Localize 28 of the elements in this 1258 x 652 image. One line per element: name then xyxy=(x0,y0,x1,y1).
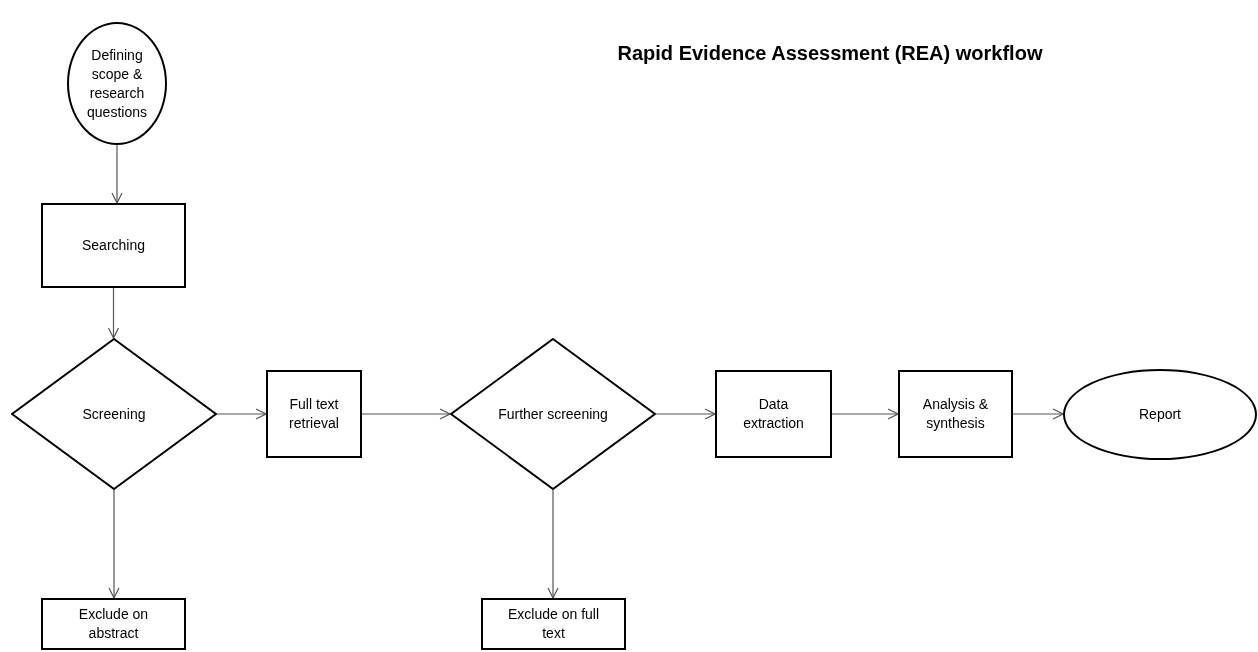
node-label: Exclude on abstract xyxy=(77,605,150,643)
node-label: Report xyxy=(1139,405,1181,424)
process-box xyxy=(41,598,186,650)
node-label: Full text retrieval xyxy=(288,395,340,433)
process-box xyxy=(481,598,626,650)
arrow xyxy=(655,408,716,420)
node-label: Screening xyxy=(82,404,146,424)
arrow xyxy=(1012,408,1064,420)
node-label: Searching xyxy=(81,236,145,255)
process-box xyxy=(898,370,1013,458)
diagram-title: Rapid Evidence Assessment (REA) workflow xyxy=(616,41,1044,66)
node-label: Data extraction xyxy=(742,395,805,433)
arrow xyxy=(547,489,559,599)
node-label: Further screening xyxy=(498,404,608,424)
arrow xyxy=(216,408,267,420)
node-label: Analysis & synthesis xyxy=(921,395,990,433)
arrow xyxy=(361,408,451,420)
decision-diamond xyxy=(11,338,217,490)
arrow xyxy=(108,489,120,599)
arrow xyxy=(111,144,123,204)
arrow xyxy=(831,408,899,420)
process-box xyxy=(266,370,362,458)
node-label: Defining scope & research questions xyxy=(86,45,148,122)
process-box xyxy=(41,203,186,288)
process-box xyxy=(715,370,832,458)
decision-diamond xyxy=(450,338,656,490)
node-label: Exclude on full text xyxy=(506,605,601,643)
arrow xyxy=(107,287,120,339)
